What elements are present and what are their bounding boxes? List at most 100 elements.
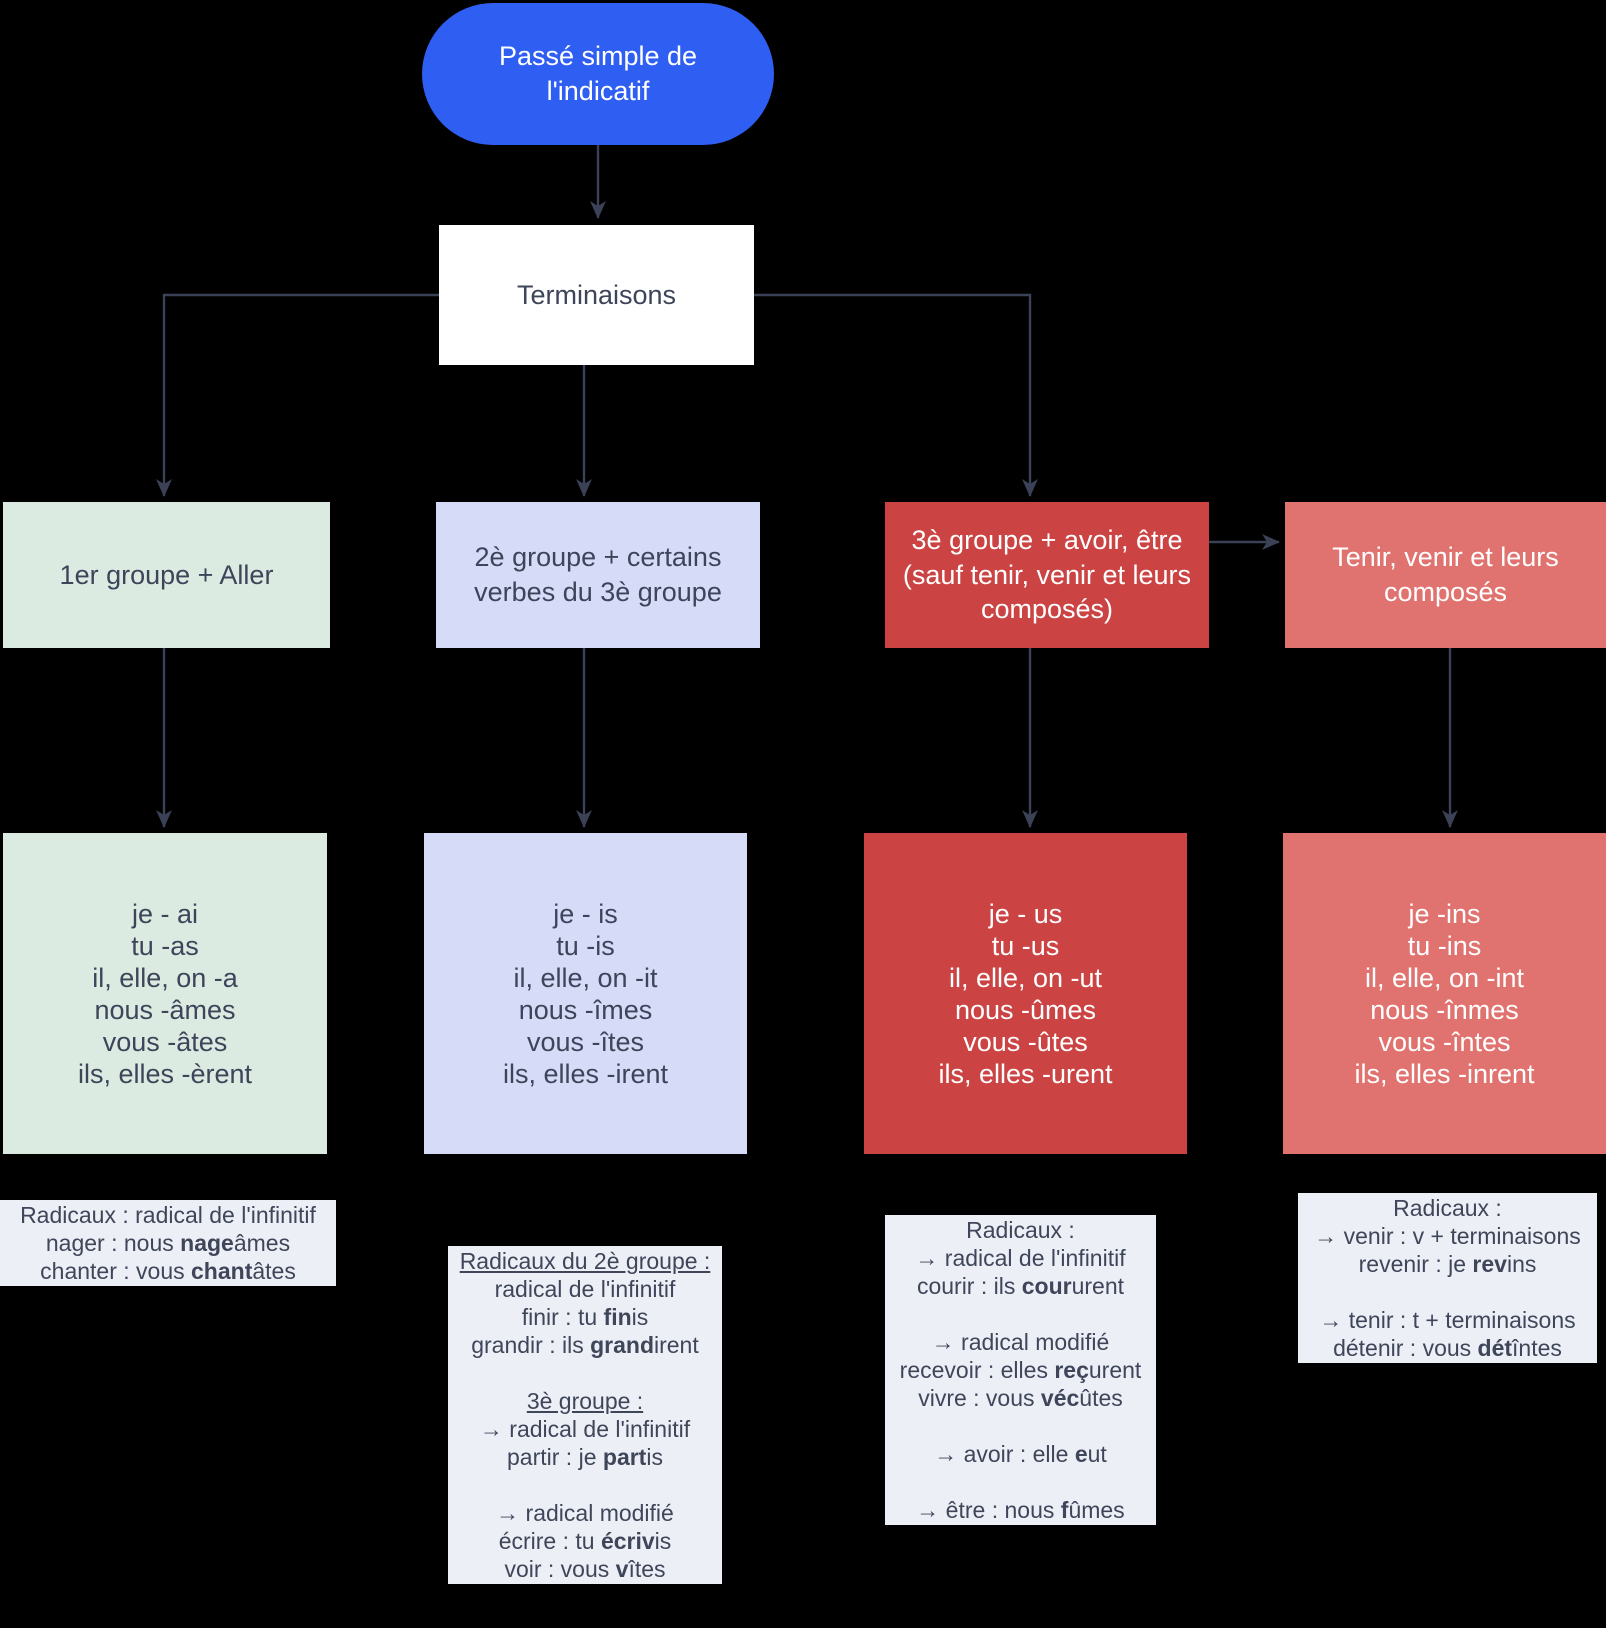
text-segment: Radicaux du 2è groupe : bbox=[459, 1248, 711, 1274]
text-line: il, elle, on -a bbox=[92, 962, 238, 993]
text-segment: Radicaux : bbox=[966, 1217, 1075, 1243]
text-segment: → tenir : t + terminaisons bbox=[1319, 1307, 1576, 1333]
text-segment: chanter : vous bbox=[40, 1258, 192, 1284]
text-line: détenir : vous détîntes bbox=[1298, 1334, 1597, 1362]
text-line: → être : nous fûmes bbox=[885, 1496, 1156, 1524]
text-segment: radical de l'infinitif bbox=[494, 1276, 676, 1302]
text-line: nous -âmes bbox=[94, 994, 236, 1025]
text-line: Radicaux : bbox=[885, 1216, 1156, 1244]
text-line: ils, elles -èrent bbox=[77, 1058, 253, 1089]
text-line: il, elle, on -ut bbox=[948, 962, 1103, 993]
text-segment: courir : ils bbox=[916, 1273, 1022, 1299]
text-line: je - us bbox=[988, 898, 1063, 929]
text-segment: is bbox=[646, 1444, 663, 1470]
text-line bbox=[885, 1412, 1156, 1440]
text-segment: chant bbox=[191, 1258, 253, 1284]
text-line: tu -us bbox=[991, 930, 1060, 961]
text-line: → radical modifié bbox=[885, 1328, 1156, 1356]
text-line bbox=[885, 1468, 1156, 1496]
text-segment: cour bbox=[1021, 1273, 1072, 1299]
text-line: → venir : v + terminaisons bbox=[1298, 1222, 1597, 1250]
text-segment: âmes bbox=[233, 1230, 291, 1256]
text-segment: reç bbox=[1054, 1357, 1089, 1383]
text-segment: v bbox=[615, 1556, 629, 1582]
text-line: ils, elles -inrent bbox=[1354, 1058, 1535, 1089]
text-line: Radicaux : radical de l'infinitif bbox=[0, 1201, 336, 1229]
text-line: vous -îtes bbox=[526, 1026, 645, 1057]
text-line: il, elle, on -int bbox=[1364, 962, 1525, 993]
text-line: → avoir : elle eut bbox=[885, 1440, 1156, 1468]
text-line: voir : vous vîtes bbox=[448, 1555, 722, 1583]
connector-terminaisons-to-group3 bbox=[754, 293, 1038, 497]
text-segment: f bbox=[1060, 1497, 1069, 1523]
terminaisons-label: Terminaisons bbox=[516, 279, 677, 310]
text-line: ils, elles -urent bbox=[938, 1058, 1113, 1089]
text-line bbox=[448, 1471, 722, 1499]
text-segment: întes bbox=[1512, 1335, 1562, 1361]
text-line: tu -is bbox=[556, 930, 615, 961]
text-segment: partir : je bbox=[507, 1444, 603, 1470]
text-line: Radicaux du 2è groupe : bbox=[448, 1247, 722, 1275]
text-line: écrire : tu écrivis bbox=[448, 1527, 722, 1555]
text-line: → radical modifié bbox=[448, 1499, 722, 1527]
text-line: nous -înmes bbox=[1370, 994, 1519, 1025]
group2-header-node: 2è groupe + certains verbes du 3è groupe bbox=[436, 502, 760, 648]
text-segment: âtes bbox=[252, 1258, 296, 1284]
text-line: ils, elles -irent bbox=[502, 1058, 669, 1089]
text-segment: dét bbox=[1477, 1335, 1513, 1361]
text-line: partir : je partis bbox=[448, 1443, 722, 1471]
text-line: grandir : ils grandirent bbox=[448, 1331, 722, 1359]
text-line: recevoir : elles reçurent bbox=[885, 1356, 1156, 1384]
text-segment: écriv bbox=[600, 1528, 655, 1554]
text-segment: → radical modifié bbox=[496, 1500, 674, 1526]
text-line: 3è groupe : bbox=[448, 1387, 722, 1415]
text-line: il, elle, on -it bbox=[513, 962, 658, 993]
text-segment: ûtes bbox=[1079, 1385, 1123, 1411]
text-line: vous -întes bbox=[1378, 1026, 1511, 1057]
text-line: je - is bbox=[553, 898, 618, 929]
text-segment: part bbox=[602, 1444, 647, 1470]
text-line: → tenir : t + terminaisons bbox=[1298, 1306, 1597, 1334]
text-segment: is bbox=[654, 1528, 672, 1554]
text-segment: îtes bbox=[628, 1556, 666, 1582]
text-line bbox=[448, 1359, 722, 1387]
root-label: Passé simple de l'indicatif bbox=[498, 40, 698, 106]
text-line: vous -âtes bbox=[102, 1026, 228, 1057]
text-line: revenir : je revins bbox=[1298, 1250, 1597, 1278]
text-line: vous -ûtes bbox=[963, 1026, 1088, 1057]
text-line: courir : ils coururent bbox=[885, 1272, 1156, 1300]
text-line: nous -ûmes bbox=[954, 994, 1097, 1025]
text-line bbox=[885, 1300, 1156, 1328]
text-line: radical de l'infinitif bbox=[448, 1275, 722, 1303]
text-segment: ut bbox=[1087, 1441, 1107, 1467]
group1-header-label: 1er groupe + Aller bbox=[59, 559, 274, 590]
text-segment: grand bbox=[590, 1332, 654, 1358]
text-segment: → venir : v + terminaisons bbox=[1314, 1223, 1581, 1249]
text-segment: détenir : vous bbox=[1333, 1335, 1478, 1361]
text-segment: nager : nous bbox=[45, 1230, 181, 1256]
group4-header-node: Tenir, venir et leurs composés bbox=[1285, 502, 1606, 648]
text-segment: nage bbox=[180, 1230, 234, 1256]
text-line: je -ins bbox=[1408, 898, 1481, 929]
text-line: nager : nous nageâmes bbox=[0, 1229, 336, 1257]
text-segment: voir : vous bbox=[504, 1556, 616, 1582]
terminaisons-node: Terminaisons bbox=[439, 225, 754, 365]
text-line: vivre : vous vécûtes bbox=[885, 1384, 1156, 1412]
text-segment: → radical de l'infinitif bbox=[915, 1245, 1126, 1271]
text-line: finir : tu finis bbox=[448, 1303, 722, 1331]
text-line: chanter : vous chantâtes bbox=[0, 1257, 336, 1285]
text-segment: Radicaux : radical de l'infinitif bbox=[20, 1202, 316, 1228]
connector-terminaisons-to-group1 bbox=[156, 293, 439, 497]
text-segment: grandir : ils bbox=[471, 1332, 591, 1358]
text-line bbox=[1298, 1278, 1597, 1306]
group4-header-label: Tenir, venir et leurs composés bbox=[1332, 542, 1559, 607]
group2-header-label: 2è groupe + certains verbes du 3è groupe bbox=[474, 542, 722, 607]
text-segment: urent bbox=[1071, 1273, 1125, 1299]
text-line: → radical de l'infinitif bbox=[448, 1415, 722, 1443]
